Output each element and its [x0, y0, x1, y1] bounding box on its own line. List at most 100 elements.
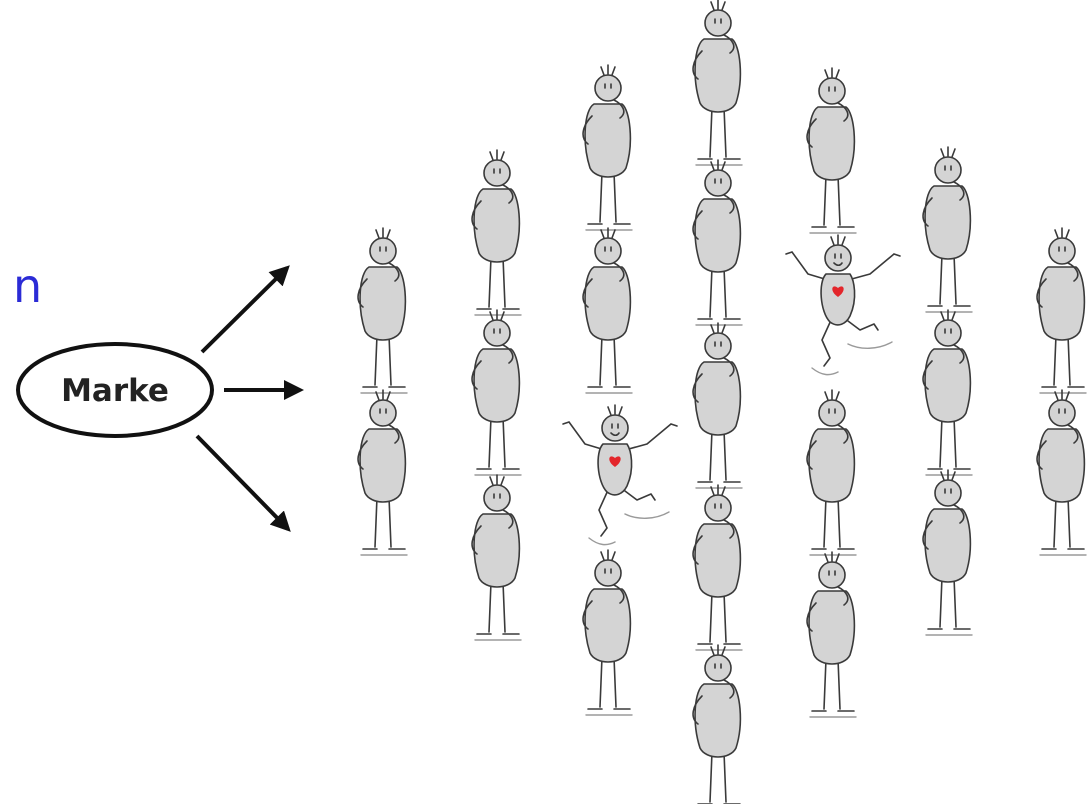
standing-person-figure [693, 160, 742, 325]
standing-person-figure [807, 552, 856, 717]
hair [825, 390, 839, 400]
standing-person-figure [693, 645, 742, 804]
motion-marks [589, 512, 669, 545]
arm-left [563, 422, 605, 450]
head [705, 655, 731, 681]
legs [600, 657, 616, 707]
hair [831, 235, 845, 245]
standing-person-figure [807, 390, 856, 555]
hair [490, 150, 504, 160]
hair [941, 147, 955, 157]
hair [1055, 390, 1069, 400]
head [935, 480, 961, 506]
standing-person-figure [358, 228, 407, 393]
legs [710, 107, 726, 157]
brand-label: Marke [61, 373, 169, 409]
leg-left [822, 318, 832, 366]
brand-node: Marke [18, 344, 212, 436]
legs [710, 267, 726, 317]
standing-person-figure [807, 68, 856, 233]
hair [490, 475, 504, 485]
standing-person-figure [472, 310, 521, 475]
head [1049, 400, 1075, 426]
torso [821, 274, 855, 325]
legs [940, 254, 956, 304]
legs [600, 172, 616, 222]
hair [825, 68, 839, 78]
standing-person-figure [923, 470, 972, 635]
hair [825, 552, 839, 562]
standing-person-figure [358, 390, 407, 555]
legs [940, 577, 956, 627]
arm-right [625, 424, 677, 450]
head [819, 400, 845, 426]
standing-person-figure [1037, 228, 1086, 393]
hair [601, 550, 615, 560]
hair [608, 405, 622, 415]
standing-person-figure [472, 150, 521, 315]
crowd [358, 0, 1086, 804]
hair [711, 485, 725, 495]
head [705, 333, 731, 359]
hair [376, 390, 390, 400]
standing-person-figure [693, 323, 742, 488]
standing-person-figure [583, 65, 632, 230]
head [595, 238, 621, 264]
head [484, 160, 510, 186]
hair [601, 65, 615, 75]
legs [824, 175, 840, 225]
head [602, 415, 628, 441]
leg-left [599, 488, 609, 536]
standing-person-figure [583, 550, 632, 715]
hair [711, 0, 725, 10]
standing-person-figure [693, 485, 742, 650]
head [819, 78, 845, 104]
head [370, 238, 396, 264]
head [935, 157, 961, 183]
legs [710, 752, 726, 802]
standing-person-figure [693, 0, 742, 165]
head [1049, 238, 1075, 264]
arm-left [786, 252, 828, 280]
head [595, 560, 621, 586]
legs [489, 582, 505, 632]
hair [1055, 228, 1069, 238]
legs [375, 497, 391, 547]
motion-marks [812, 342, 892, 375]
legs [489, 417, 505, 467]
standing-person-figure [923, 310, 972, 475]
head [825, 245, 851, 271]
head [705, 10, 731, 36]
hair [376, 228, 390, 238]
arrow-down [197, 436, 288, 529]
arrow-up [202, 268, 287, 352]
head [935, 320, 961, 346]
standing-person-figure [1037, 390, 1086, 555]
legs [375, 335, 391, 385]
head [705, 495, 731, 521]
head [484, 320, 510, 346]
head [595, 75, 621, 101]
standing-person-figure [472, 475, 521, 640]
standing-person-figure [923, 147, 972, 312]
standing-person-figure [583, 228, 632, 393]
torso [598, 444, 632, 495]
legs [824, 659, 840, 709]
jumping-person-figure [563, 405, 677, 545]
head [705, 170, 731, 196]
head [819, 562, 845, 588]
head [370, 400, 396, 426]
legs [600, 335, 616, 385]
legs [1054, 497, 1070, 547]
legs [489, 257, 505, 307]
legs [940, 417, 956, 467]
head [484, 485, 510, 511]
legs [824, 497, 840, 547]
leg-right [621, 488, 655, 500]
jumping-person-figure [786, 235, 900, 375]
legs [1054, 335, 1070, 385]
arm-right [848, 254, 900, 280]
legs [710, 592, 726, 642]
